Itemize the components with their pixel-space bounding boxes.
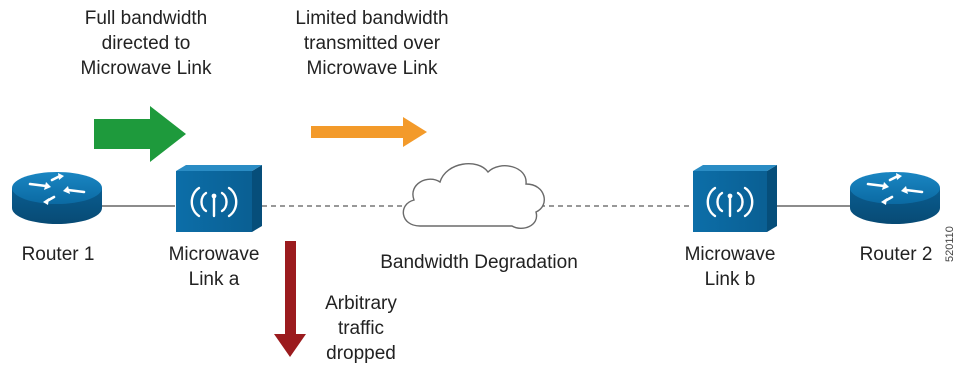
full-bandwidth-label: Full bandwidth directed to Microwave Lin… (80, 8, 212, 79)
microwave-link-a-label: Microwave Link a (168, 244, 260, 290)
limited-bandwidth-label: Limited bandwidth transmitted over Micro… (295, 8, 449, 79)
router-2-icon (850, 172, 940, 224)
orange-arrow-right-icon (311, 117, 427, 147)
router-1-label: Router 1 (21, 244, 95, 265)
red-arrow-down-icon (274, 241, 306, 357)
microwave-link-a-icon (176, 165, 262, 232)
router-2-label: Router 2 (859, 244, 933, 265)
microwave-link-b-label: Microwave Link b (684, 244, 776, 290)
microwave-link-b-icon (693, 165, 777, 232)
bandwidth-degradation-label: Bandwidth Degradation (380, 252, 578, 273)
green-arrow-right-icon (94, 106, 186, 162)
arbitrary-traffic-label: Arbitrary traffic dropped (325, 293, 397, 364)
figure-id: 520110 (944, 226, 956, 262)
cloud-icon (402, 163, 545, 230)
router-1-icon (12, 172, 102, 224)
